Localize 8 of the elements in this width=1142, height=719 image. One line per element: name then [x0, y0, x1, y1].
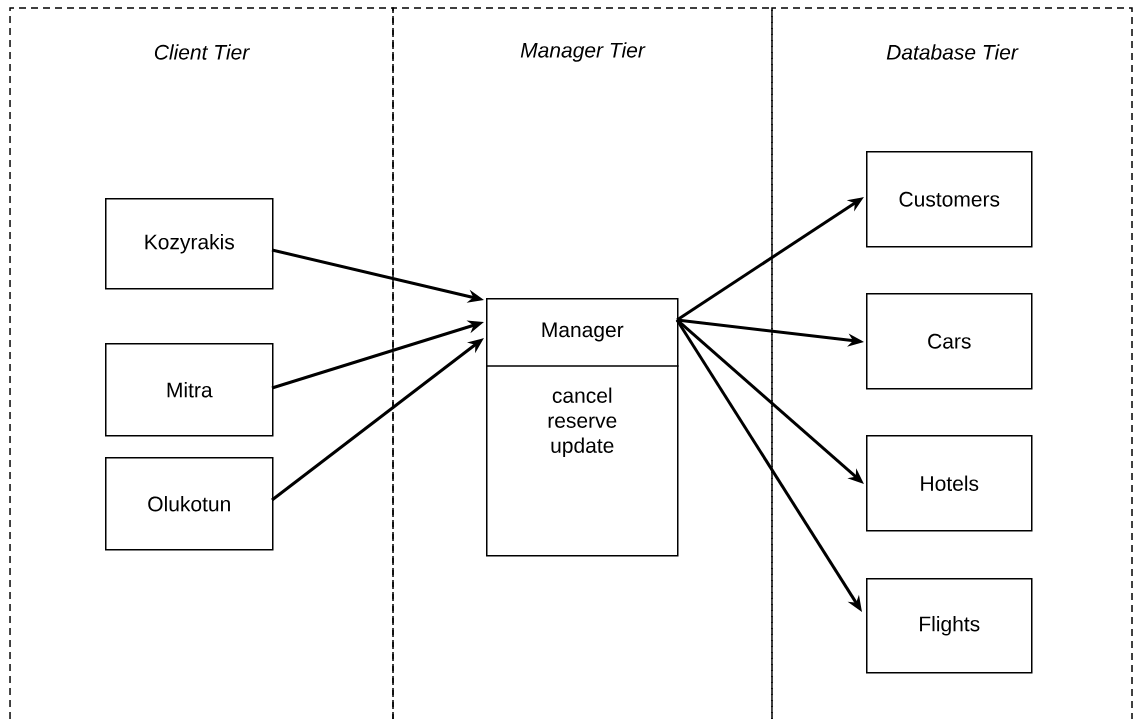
process-box: Kozyrakis	[105, 198, 274, 290]
process-box: Hotels	[866, 435, 1033, 532]
process-box: Cars	[866, 293, 1033, 390]
process-box: Flights	[866, 578, 1033, 674]
process-box: Olukotun	[105, 457, 274, 551]
process-box: Mitra	[105, 343, 274, 437]
class-box: Manager cancel reserve update	[485, 298, 680, 557]
process-box: Customers	[866, 151, 1033, 248]
